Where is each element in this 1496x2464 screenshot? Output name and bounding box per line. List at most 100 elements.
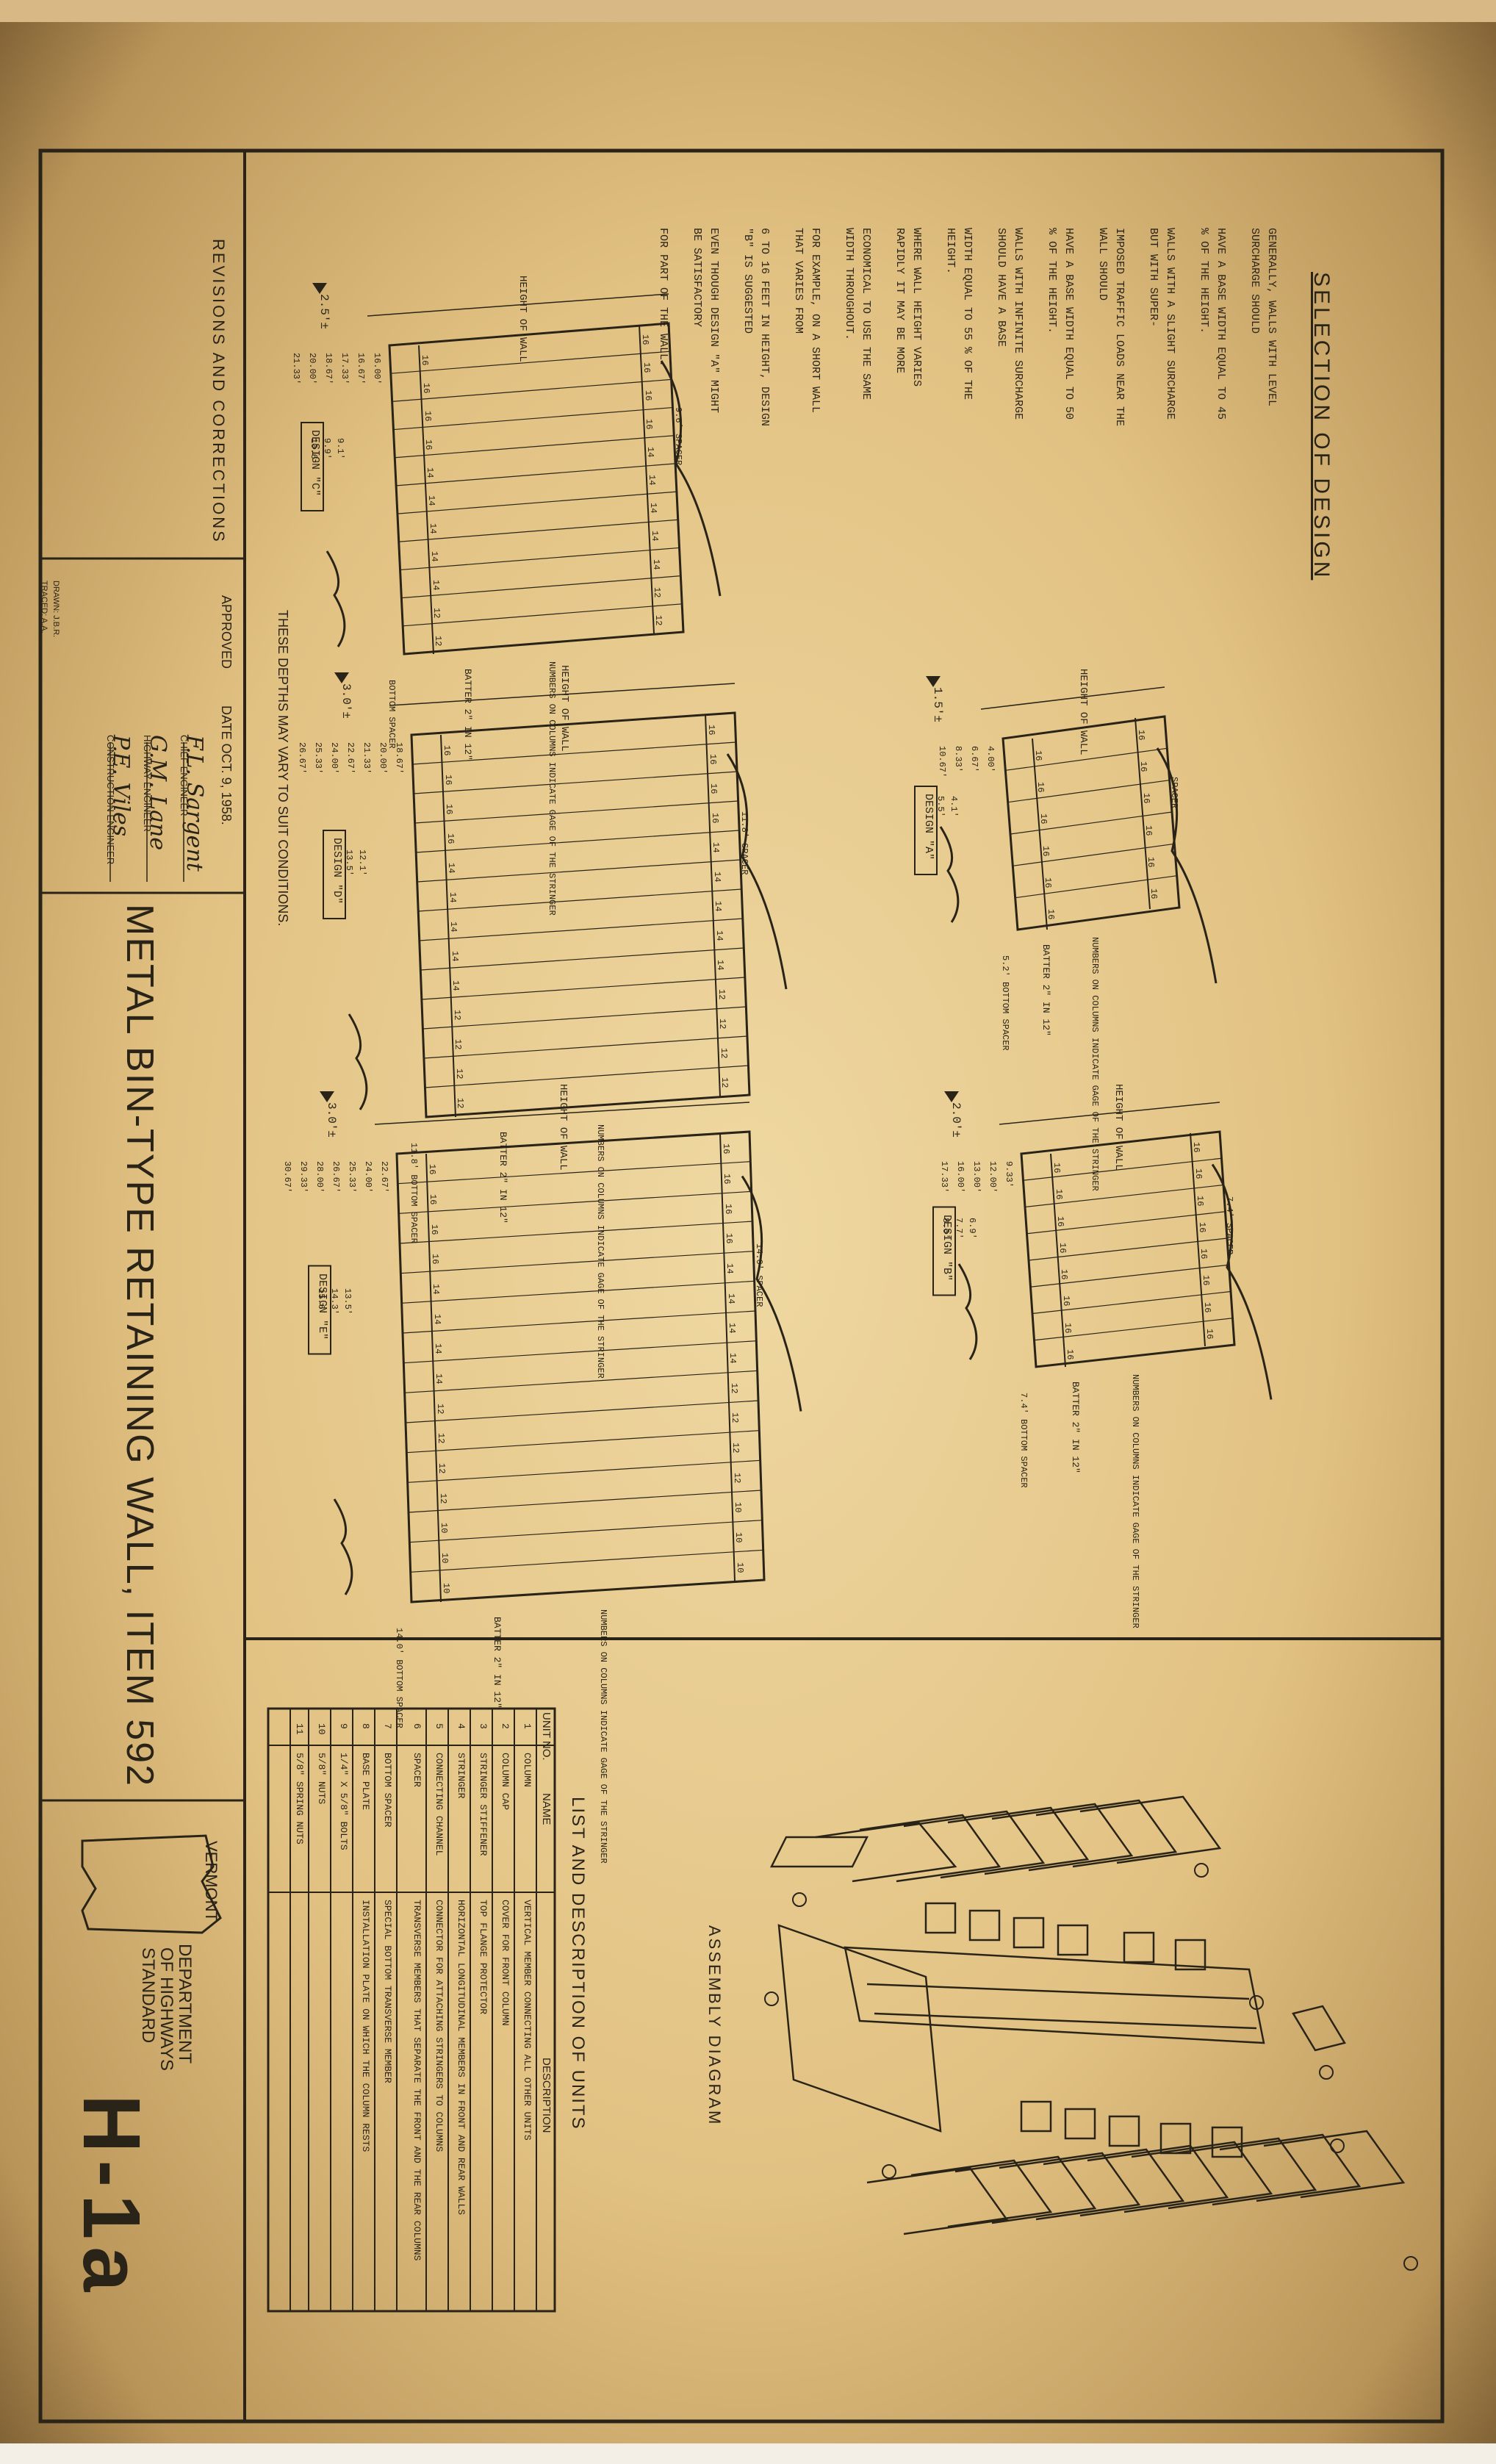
unit-name: 5/8" SPRING NUTS	[294, 1753, 305, 1845]
ground-toe	[957, 1263, 978, 1360]
stringer-line	[421, 977, 745, 1000]
units-header: DESCRIPTION	[540, 2058, 553, 2133]
stringer-line	[416, 830, 740, 853]
stringer-line	[400, 1251, 754, 1274]
front-column	[425, 1153, 442, 1603]
ground-toe	[348, 1013, 368, 1110]
paper-bottom-edge	[0, 2443, 1496, 2464]
stringer-line	[398, 1161, 751, 1185]
units-header: NAME	[540, 1793, 553, 1825]
stringer-line	[1002, 716, 1165, 739]
unit-no: 9	[338, 1723, 349, 1729]
stringer-line	[401, 575, 681, 599]
unit-no: 4	[456, 1723, 467, 1729]
rear-column	[1134, 717, 1151, 910]
stringer-line	[425, 1094, 750, 1118]
unit-name: BASE PLATE	[360, 1753, 371, 1811]
front-column	[418, 345, 434, 655]
ground-toe	[326, 550, 346, 647]
depth-arrow-icon	[312, 283, 327, 294]
unit-description: INSTALLATION PLATE ON WHICH THE COLUMN R…	[360, 1900, 371, 2152]
stringer-line	[410, 1549, 763, 1573]
stringer-line	[403, 1340, 757, 1364]
units-header: UNIT NO.	[540, 1712, 553, 1761]
stringer-line	[1017, 907, 1180, 930]
stringer-line	[389, 323, 669, 346]
stringer-line	[405, 1400, 759, 1423]
stringer-line	[1021, 1131, 1220, 1154]
front-column	[440, 734, 456, 1118]
ground-slope	[1211, 1163, 1273, 1400]
stringer-line	[395, 435, 675, 459]
unit-no: 3	[478, 1723, 489, 1729]
stringer-line	[398, 1190, 752, 1214]
stringer-line	[1030, 1264, 1229, 1287]
unit-name: COLUMN CAP	[500, 1753, 511, 1811]
signature-lines	[109, 742, 184, 882]
stringer-line	[1028, 1238, 1228, 1261]
unit-no: 1	[522, 1723, 533, 1729]
stringer-line	[402, 1310, 756, 1334]
unit-no: 10	[316, 1723, 327, 1735]
stringer-line	[393, 406, 673, 431]
stringer-line	[1015, 875, 1177, 899]
stringer-line	[401, 1280, 755, 1304]
ground-toe	[939, 826, 960, 923]
unit-name: STRINGER	[456, 1753, 467, 1799]
rear-column	[639, 324, 655, 634]
unit-no: 6	[411, 1723, 422, 1729]
stringer-line	[414, 800, 738, 824]
unit-no: 11	[294, 1723, 305, 1735]
unit-description: TRANSVERSE MEMBERS THAT SEPARATE THE FRO…	[411, 1900, 422, 2261]
rear-column	[705, 714, 721, 1097]
rear-column	[1190, 1132, 1206, 1347]
stringer-line	[1026, 1211, 1226, 1235]
stringer-line	[420, 947, 744, 971]
depth-arrow-icon	[320, 1091, 334, 1102]
border-outer	[38, 148, 1445, 2424]
ground-toe	[333, 1498, 353, 1595]
stringer-line	[403, 603, 683, 627]
front-column	[1032, 738, 1048, 930]
unit-description: SPECIAL BOTTOM TRANSVERSE MEMBER	[382, 1900, 393, 2083]
unit-name: SPACER	[411, 1753, 422, 1787]
stringer-line	[1035, 1344, 1235, 1368]
stringer-line	[406, 1430, 760, 1454]
stringer-line	[1007, 780, 1170, 803]
depth-arrow-icon	[926, 676, 941, 687]
depth-arrow-icon	[944, 1091, 959, 1102]
stringer-line	[419, 918, 743, 941]
paper-top-edge	[0, 0, 1496, 22]
design-label-box	[308, 1265, 331, 1355]
stringer-line	[417, 859, 741, 883]
unit-description: HORIZONTAL LONGITUDINAL MEMBERS IN FRONT…	[456, 1900, 467, 2216]
ground-slope	[726, 753, 788, 990]
stringer-line	[1005, 747, 1168, 771]
height-dimension	[980, 686, 1165, 710]
stringer-line	[1032, 1290, 1231, 1315]
stringer-line	[409, 1520, 763, 1543]
unit-description: CONNECTOR FOR ATTACHING STRINGERS TO COL…	[434, 1900, 445, 2152]
stringer-line	[414, 771, 738, 794]
unit-description: COVER FOR FRONT COLUMN	[500, 1900, 511, 2026]
stringer-line	[418, 888, 742, 912]
unit-name: COLUMN	[522, 1753, 533, 1787]
stringer-line	[425, 1065, 749, 1088]
ground-slope	[660, 360, 722, 597]
design-label-box	[914, 786, 938, 875]
height-dimension	[389, 683, 736, 706]
stringer-line	[422, 1006, 747, 1030]
stringer-line	[390, 351, 670, 374]
unit-no: 2	[500, 1723, 511, 1729]
stringer-line	[411, 712, 736, 736]
height-dimension	[367, 293, 669, 317]
stringer-line	[408, 1490, 762, 1513]
unit-no: 7	[382, 1723, 393, 1729]
units-table-title: LIST AND DESCRIPTION OF UNITS	[568, 1797, 588, 2130]
unit-name: 5/8" NUTS	[316, 1753, 327, 1805]
stringer-line	[396, 463, 676, 486]
stringer-line	[397, 491, 677, 514]
